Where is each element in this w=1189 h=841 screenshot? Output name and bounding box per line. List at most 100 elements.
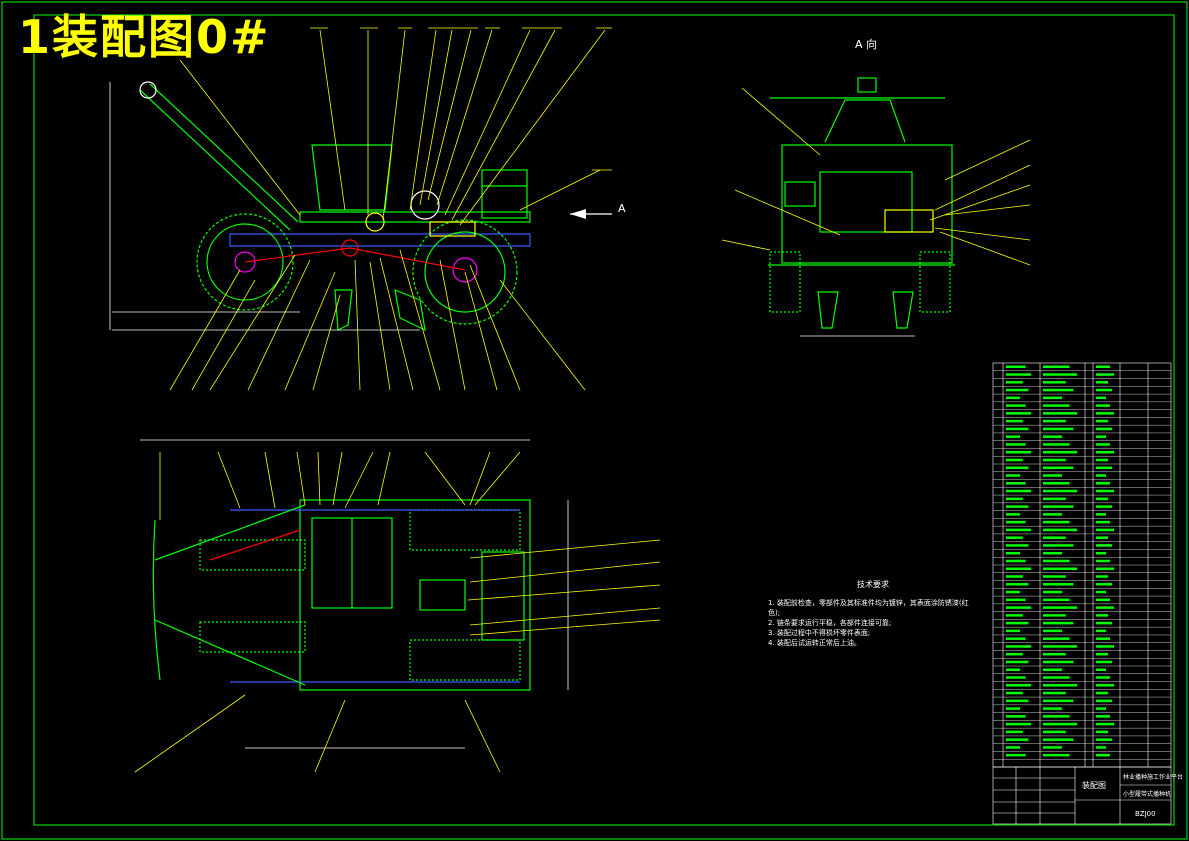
parts-row-text-mark [1006,505,1029,508]
parts-row-text-mark [1096,513,1106,516]
parts-row-text-mark [1006,715,1026,718]
parts-row-text-mark [1043,435,1062,438]
parts-row-text-mark [1043,614,1066,617]
parts-row-text-mark [1096,536,1108,539]
parts-row-text-mark [1096,738,1112,741]
parts-row-text-mark [1043,637,1070,640]
parts-row-text-mark [1006,583,1029,586]
plan-view-leaders [134,451,661,773]
parts-row-text-mark [1043,544,1074,547]
parts-row-text-mark [1096,684,1114,687]
parts-row-text-mark [1096,458,1108,462]
parts-row-text-mark [1006,590,1020,594]
side-view [109,81,612,332]
parts-row-text-mark [1006,482,1026,485]
parts-row-text-mark [1043,443,1070,446]
parts-row-text-mark [1006,551,1020,555]
parts-row-text-mark [1096,528,1114,532]
parts-row-text-mark [1096,419,1108,423]
tech-item: 4. 装配后试运转正常后上油。 [768,639,861,647]
parts-row-text-mark [1043,497,1066,501]
parts-row-text-mark [1096,730,1108,734]
parts-list-rows [993,365,1171,760]
parts-row-text-mark [1096,590,1106,594]
parts-row-text-mark [1006,419,1023,423]
parts-row-text-mark [1043,528,1078,532]
parts-row-text-mark [1043,598,1070,602]
parts-row-text-mark [1006,427,1029,431]
parts-row-text-mark [1006,388,1029,392]
parts-row-text-mark [1043,753,1070,757]
parts-row-text-mark [1096,575,1108,578]
tech-title: 技术要求 [857,580,889,589]
parts-row-text-mark [1096,652,1108,656]
parts-row-text-mark [1043,419,1066,423]
parts-row-text-mark [1096,450,1114,454]
parts-row-text-mark [1006,544,1029,547]
parts-row-text-mark [1043,691,1066,695]
parts-row-text-mark [1006,621,1029,625]
parts-row-text-mark [1043,575,1066,578]
parts-row-text-mark [1006,660,1029,664]
parts-row-text-mark [1006,536,1023,539]
parts-row-text-mark [1043,668,1062,671]
parts-row-text-mark [1006,753,1026,757]
parts-row-text-mark [1006,450,1032,454]
view-a-title: A 向 [855,38,878,51]
parts-row-text-mark [1043,551,1062,555]
parts-row-text-mark [1096,699,1112,703]
title-block-name: 装配图 [1082,781,1106,790]
technical-requirements: 技术要求 1. 装配前检查，零部件及其标准件均为镀锌，其表面涂防锈漆(红色); … [768,580,978,648]
parts-row-text-mark [1096,753,1110,757]
parts-row-text-mark [1096,746,1106,749]
parts-row-text-mark [1096,412,1114,415]
parts-row-text-mark [1006,652,1023,656]
parts-row-text-mark [1043,505,1074,508]
parts-row-text-mark [1006,722,1032,726]
parts-row-text-mark [1006,684,1032,687]
parts-row-text-mark [1096,606,1114,609]
parts-row-text-mark [1043,746,1062,749]
parts-row-text-mark [1006,373,1032,376]
parts-row-text-mark [1096,583,1112,586]
parts-row-text-mark [1096,365,1110,368]
parts-row-text-mark [1006,598,1026,602]
parts-row-text-mark [1043,699,1074,703]
parts-row-text-mark [1006,629,1020,633]
parts-row-text-mark [1006,645,1032,648]
parts-row-text-mark [1043,660,1074,664]
parts-row-text-mark [1096,660,1112,664]
parts-row-text-mark [1006,443,1026,446]
parts-row-text-mark [1096,474,1106,477]
title-block-drawing-no: BZJ00 [1135,810,1156,818]
parts-row-text-mark [1006,691,1023,695]
parts-row-text-mark [1043,590,1062,594]
parts-row-text-mark [1043,707,1062,710]
parts-row-text-mark [1043,715,1070,718]
parts-row-text-mark [1006,474,1020,477]
parts-row-text-mark [1006,520,1026,524]
parts-row-text-mark [1043,513,1062,516]
parts-row-text-mark [1006,637,1026,640]
parts-row-text-mark [1006,412,1032,415]
parts-row-text-mark [1006,746,1020,749]
parts-row-text-mark [1043,482,1070,485]
parts-row-text-mark [1043,450,1078,454]
parts-row-text-mark [1096,645,1114,648]
parts-row-text-mark [1006,513,1020,516]
plan-view [140,439,569,749]
parts-row-text-mark [1006,404,1026,407]
parts-row-text-mark [1006,435,1020,438]
parts-row-text-mark [1006,676,1026,679]
parts-row-text-mark [1043,583,1074,586]
parts-row-text-mark [1043,412,1078,415]
parts-row-text-mark [1043,652,1066,656]
parts-row-text-mark [1006,614,1023,617]
parts-row-text-mark [1006,707,1020,710]
parts-row-text-mark [1096,567,1114,570]
view-arrow-label: A [618,202,626,215]
parts-row-text-mark [1006,365,1026,368]
parts-row-text-mark [1096,505,1112,508]
parts-row-text-mark [1043,520,1070,524]
parts-row-text-mark [1096,691,1108,695]
